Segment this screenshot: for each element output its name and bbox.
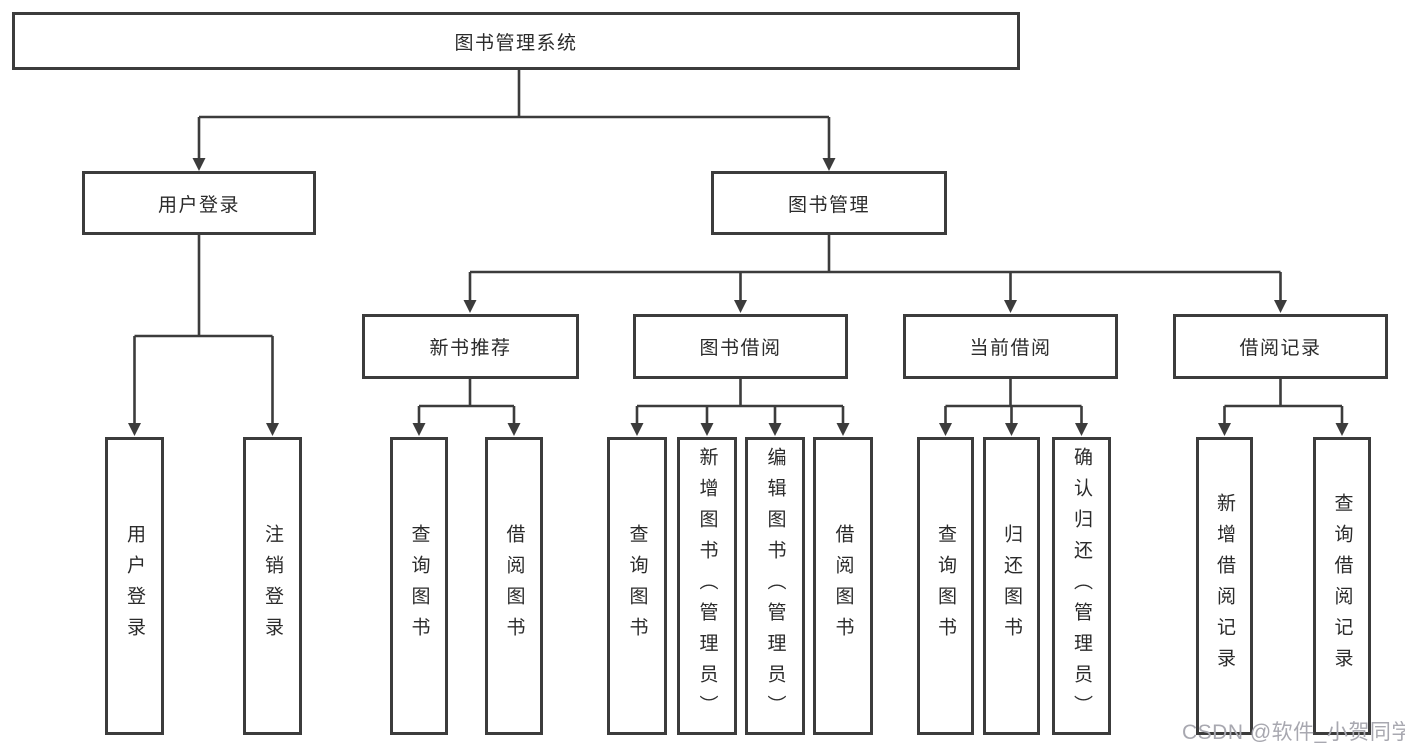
arrowhead <box>700 423 714 436</box>
node-leaf-bb-edit: 编辑图书（管理员） <box>745 437 805 735</box>
node-leaf-bb-add: 新增图书（管理员） <box>677 437 737 735</box>
node-leaf-cb-confirm: 确认归还（管理员） <box>1052 437 1111 735</box>
node-new-books: 新书推荐 <box>362 314 579 379</box>
node-book-mgmt: 图书管理 <box>711 171 947 235</box>
node-book-borrow: 图书借阅 <box>633 314 848 379</box>
node-leaf-nb-borrow: 借阅图书 <box>485 437 543 735</box>
arrowhead <box>1004 300 1017 313</box>
node-current-borrow-label: 当前借阅 <box>969 338 1052 359</box>
node-leaf-br-query: 查询借阅记录 <box>1313 437 1371 735</box>
node-current-borrow: 当前借阅 <box>903 314 1118 379</box>
node-leaf-bb-edit-label: 编辑图书（管理员） <box>764 446 786 726</box>
node-user-login-label: 用户登录 <box>157 194 240 216</box>
node-leaf-bb-query-label: 查询图书 <box>626 524 648 648</box>
connector-book-mgmt-to-level3 <box>468 235 1282 301</box>
arrowhead <box>507 423 521 436</box>
node-leaf-cb-query-label: 查询图书 <box>935 524 956 648</box>
node-leaf-bb-query: 查询图书 <box>607 437 667 735</box>
arrowhead <box>1335 423 1349 436</box>
node-leaf-br-add: 新增借阅记录 <box>1196 437 1253 735</box>
node-borrow-records: 借阅记录 <box>1173 314 1388 379</box>
node-leaf-nb-query-label: 查询图书 <box>408 524 430 648</box>
node-leaf-br-query-label: 查询借阅记录 <box>1331 493 1353 679</box>
connector-new-books-to-leaves <box>417 379 516 424</box>
node-root: 图书管理系统 <box>12 12 1020 70</box>
arrowhead <box>734 300 747 313</box>
node-leaf-cb-return-label: 归还图书 <box>1001 524 1022 648</box>
arrowhead <box>412 423 426 436</box>
arrowhead <box>630 423 644 436</box>
node-borrow-records-label: 借阅记录 <box>1239 338 1322 359</box>
arrowhead <box>768 423 782 436</box>
node-leaf-logout: 注销登录 <box>243 437 302 735</box>
node-leaf-cb-query: 查询图书 <box>917 437 974 735</box>
node-leaf-bb-add-label: 新增图书（管理员） <box>696 446 718 726</box>
node-leaf-bb-borrow-label: 借阅图书 <box>832 524 854 648</box>
node-leaf-cb-return: 归还图书 <box>983 437 1040 735</box>
connector-user-login-to-leaves <box>133 235 274 424</box>
node-leaf-cb-confirm-label: 确认归还（管理员） <box>1071 446 1092 726</box>
node-leaf-bb-borrow: 借阅图书 <box>813 437 873 735</box>
node-root-label: 图书管理系统 <box>454 32 578 54</box>
arrowhead <box>1075 423 1088 436</box>
arrowhead <box>463 300 477 313</box>
arrowhead <box>822 158 836 171</box>
node-book-borrow-label: 图书借阅 <box>699 338 782 359</box>
connector-borrow-records-to-leaves <box>1223 379 1344 424</box>
arrowhead <box>1218 423 1231 436</box>
arrowhead <box>128 423 141 436</box>
node-leaf-nb-query: 查询图书 <box>390 437 448 735</box>
node-book-mgmt-label: 图书管理 <box>787 194 870 216</box>
connector-root-to-level2 <box>197 70 831 159</box>
arrowhead <box>1274 300 1287 313</box>
connector-book-borrow-to-leaves <box>635 379 845 424</box>
arrowhead <box>939 423 952 436</box>
connector-current-borrow-to-leaves <box>944 379 1083 424</box>
watermark: CSDN @软件_小贺同学 <box>1182 721 1405 744</box>
arrowhead <box>266 423 279 436</box>
node-user-login: 用户登录 <box>82 171 316 235</box>
node-leaf-nb-borrow-label: 借阅图书 <box>503 524 525 648</box>
node-new-books-label: 新书推荐 <box>429 338 512 359</box>
node-leaf-br-add-label: 新增借阅记录 <box>1214 493 1235 679</box>
node-leaf-user-login-label: 用户登录 <box>124 524 145 648</box>
arrowhead <box>192 158 206 171</box>
node-leaf-logout-label: 注销登录 <box>262 524 283 648</box>
arrowheads <box>128 158 1349 436</box>
arrowhead <box>1005 423 1018 436</box>
node-leaf-user-login: 用户登录 <box>105 437 164 735</box>
arrowhead <box>836 423 850 436</box>
